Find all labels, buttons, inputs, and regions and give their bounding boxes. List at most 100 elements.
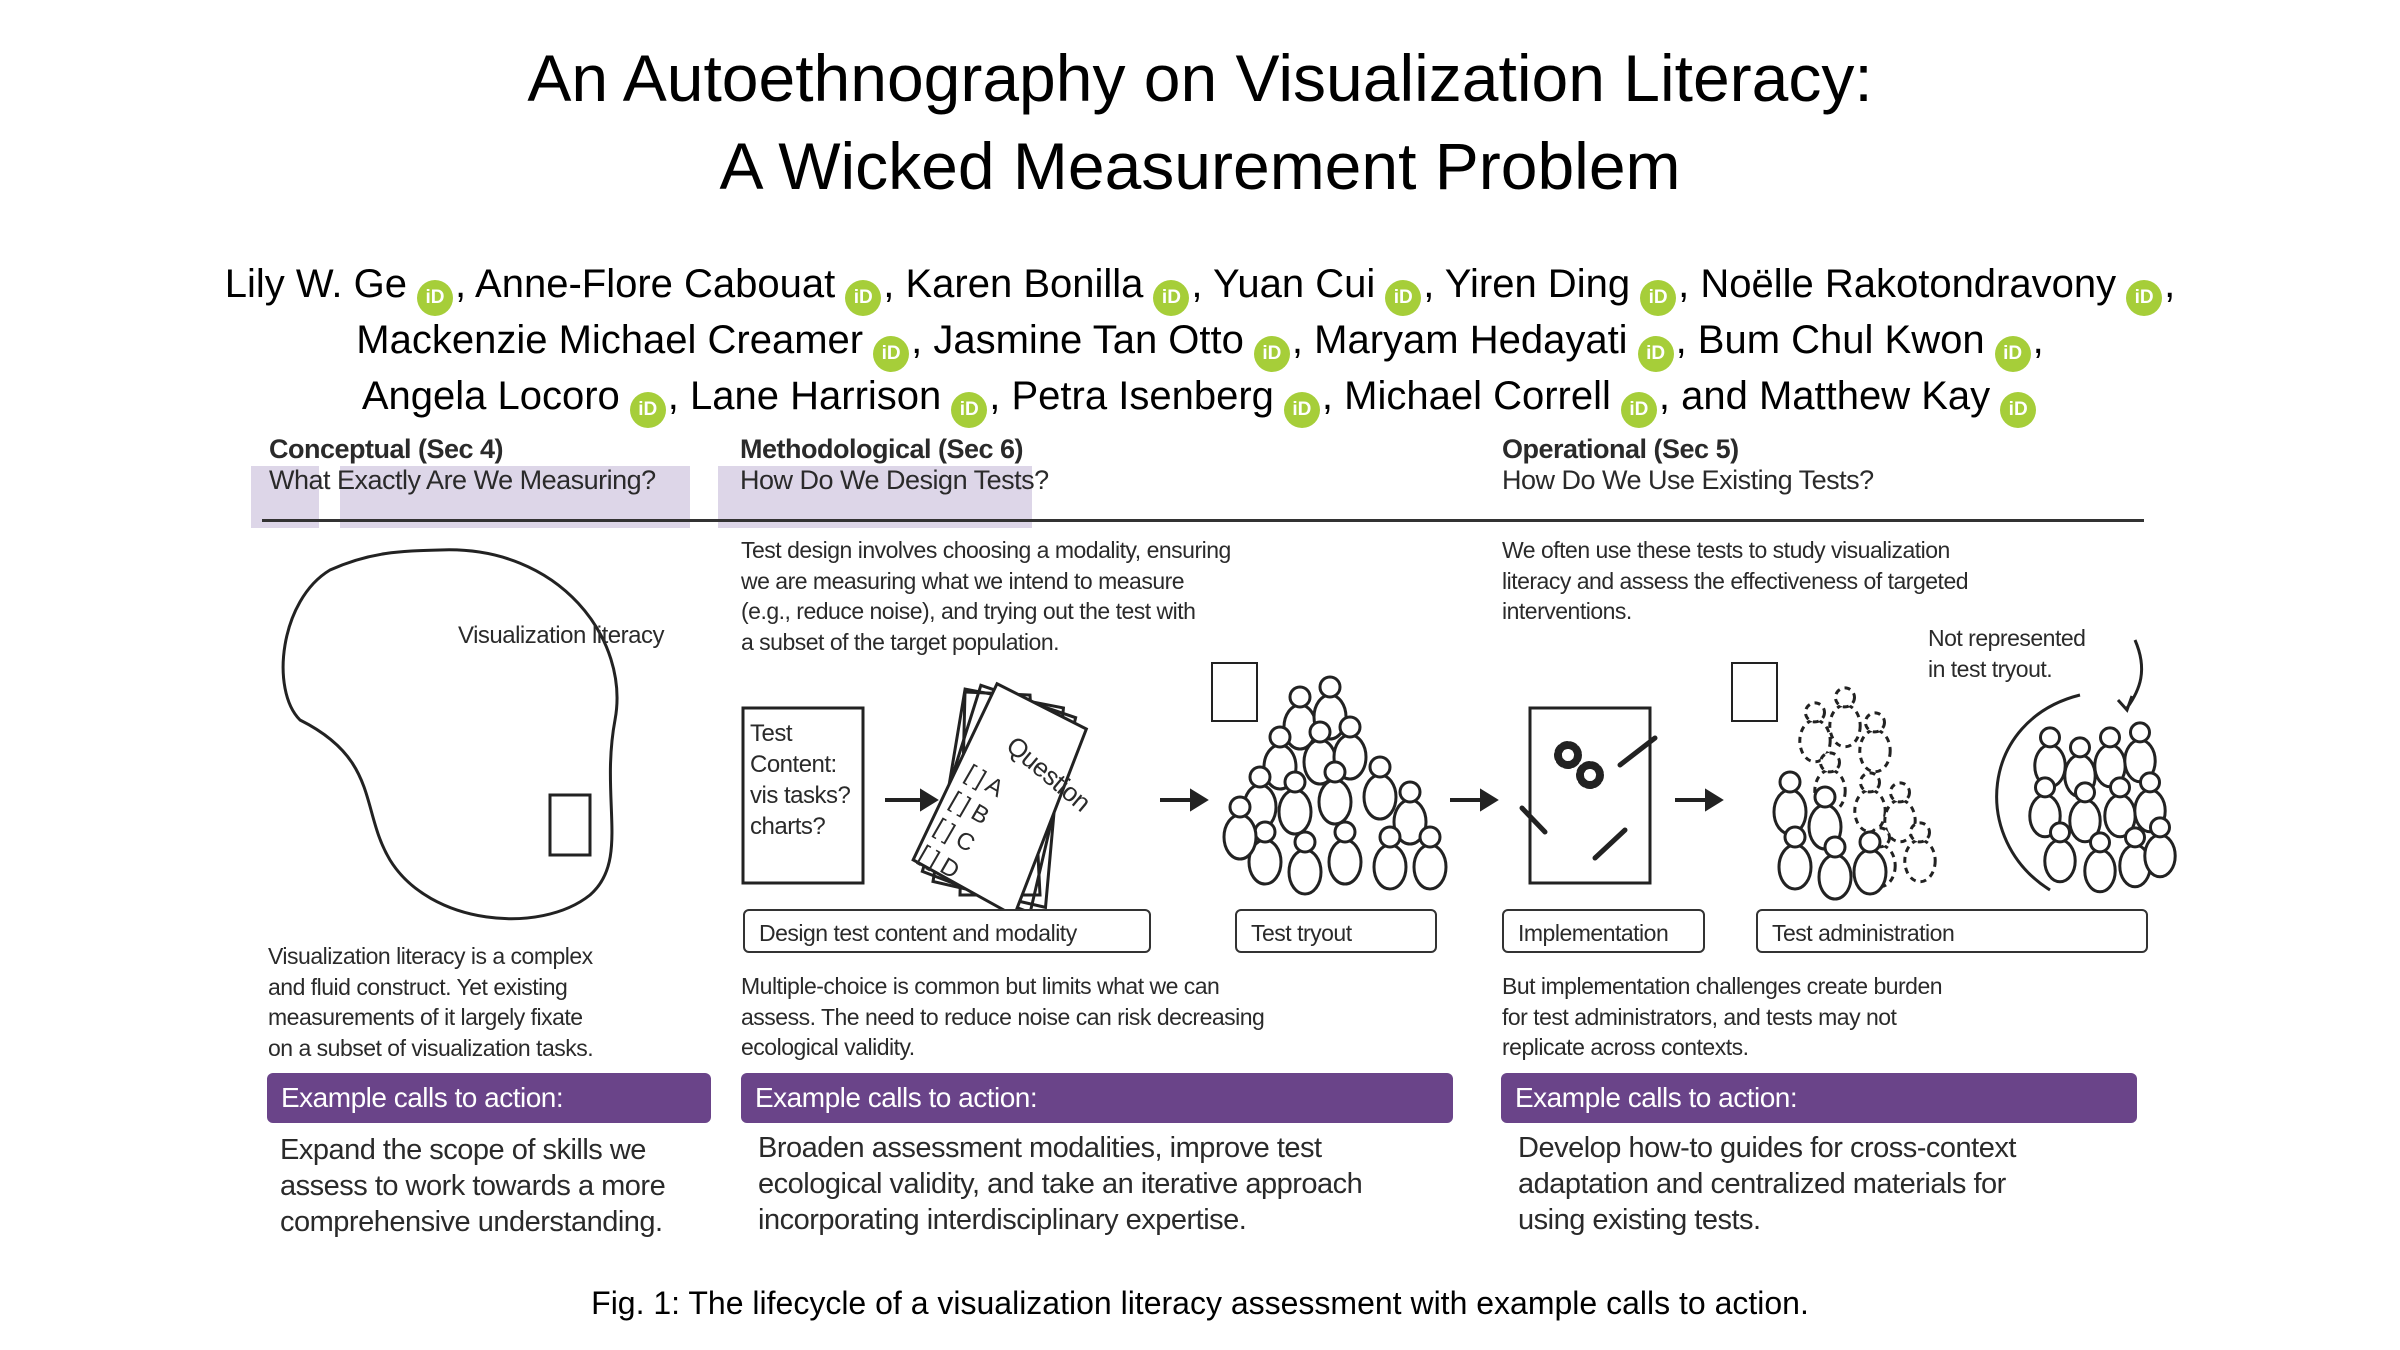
exclusion-arc bbox=[1995, 693, 2081, 892]
text-line: we are measuring what we intend to measu… bbox=[741, 567, 1185, 594]
author-name: Anne-Flore Cabouat bbox=[475, 262, 836, 306]
text-line: literacy and assess the effectiveness of… bbox=[1502, 567, 1969, 594]
person-icon bbox=[1817, 835, 1853, 901]
operational-description: But implementation challenges create bur… bbox=[1502, 971, 1943, 1063]
section-question: How Do We Use Existing Tests? bbox=[1502, 465, 1874, 495]
text-line: measurements of it largely fixate bbox=[268, 1004, 583, 1030]
cta-header-methodological: Example calls to action: bbox=[741, 1073, 1453, 1123]
author-name: Jasmine Tan Otto bbox=[933, 318, 1244, 362]
column-conceptual-header: Conceptual (Sec 4) What Exactly Are We M… bbox=[269, 434, 656, 496]
figure-caption: Fig. 1: The lifecycle of a visualization… bbox=[591, 1285, 1809, 1321]
person-icon bbox=[1903, 821, 1937, 884]
highlight-mark bbox=[251, 466, 319, 528]
implementation-box bbox=[1528, 706, 1652, 885]
text-line: replicate across contexts. bbox=[1502, 1034, 1749, 1060]
text-line: (e.g., reduce noise), and trying out the… bbox=[741, 598, 1196, 624]
orcid-icon[interactable]: iD bbox=[2126, 280, 2163, 316]
test-content-box bbox=[741, 706, 865, 885]
person-icon bbox=[1798, 701, 1832, 764]
text-line: Content: bbox=[750, 751, 837, 778]
text-line: using existing tests. bbox=[1518, 1204, 1761, 1236]
author-name: and Matthew Kay bbox=[1681, 374, 1991, 418]
cta-header-conceptual: Example calls to action: bbox=[267, 1073, 711, 1123]
text-line: Broaden assessment modalities, improve t… bbox=[758, 1132, 1322, 1164]
text-line: for test administrators, and tests may n… bbox=[1502, 1003, 1897, 1030]
section-heading: Conceptual (Sec 4) bbox=[269, 434, 504, 464]
orcid-icon[interactable]: iD bbox=[1640, 280, 1677, 316]
person-icon bbox=[1277, 770, 1313, 836]
text-line: Test bbox=[750, 720, 793, 747]
cta-text-methodological: Broaden assessment modalities, improve t… bbox=[758, 1130, 1363, 1238]
title-line-2: A Wicked Measurement Problem bbox=[719, 129, 1681, 203]
label-implementation: Implementation bbox=[1502, 909, 1705, 953]
person-icon bbox=[2068, 781, 2102, 844]
orcid-icon[interactable]: iD bbox=[1637, 336, 1674, 372]
author-name: Maryam Hedayati bbox=[1314, 318, 1628, 362]
person-icon bbox=[2123, 721, 2157, 784]
gears-and-tools-icon bbox=[1519, 735, 1658, 861]
author-name: Noëlle Rakotondravony bbox=[1700, 262, 2117, 306]
text-line: a subset of the target population. bbox=[741, 628, 1060, 655]
header-divider bbox=[262, 519, 2144, 522]
author-name: Angela Locoro bbox=[361, 374, 620, 418]
orcid-icon[interactable]: iD bbox=[417, 280, 453, 316]
orcid-icon[interactable]: iD bbox=[951, 392, 988, 428]
text-line: vis tasks? bbox=[750, 782, 851, 809]
measured-subset-rect bbox=[548, 793, 592, 857]
person-icon bbox=[1317, 760, 1353, 826]
person-icon bbox=[1828, 686, 1862, 749]
text-line: on a subset of visualization tasks. bbox=[268, 1034, 594, 1061]
text-line: charts? bbox=[750, 813, 826, 840]
author-name: Mackenzie Michael Creamer bbox=[356, 318, 864, 362]
question-sheet-icons bbox=[1211, 662, 1778, 722]
orcid-icon[interactable]: iD bbox=[1385, 280, 1422, 316]
orcid-icon[interactable]: iD bbox=[845, 280, 882, 316]
highlight-mark bbox=[718, 466, 1032, 528]
person-icon bbox=[1282, 685, 1318, 751]
orcid-icon[interactable]: iD bbox=[873, 336, 910, 372]
person-icon bbox=[1327, 820, 1363, 886]
text-line: comprehensive understanding. bbox=[280, 1206, 663, 1238]
text-line: assess to work towards a more bbox=[280, 1170, 666, 1202]
text-line: and fluid construct. Yet existing bbox=[268, 973, 568, 1000]
label-test-tryout: Test tryout bbox=[1235, 909, 1437, 953]
person-icon bbox=[1372, 825, 1408, 891]
orcid-icon[interactable]: iD bbox=[1283, 392, 1320, 428]
person-icon bbox=[1412, 825, 1448, 891]
text-line: assess. The need to reduce noise can ris… bbox=[741, 1003, 1265, 1030]
text-line: incorporating interdisciplinary expertis… bbox=[758, 1204, 1247, 1236]
orcid-icon[interactable]: iD bbox=[2000, 392, 2037, 428]
conceptual-description: Visualization literacy is a complex and f… bbox=[268, 941, 594, 1063]
orcid-icon[interactable]: iD bbox=[1153, 280, 1190, 316]
person-icon bbox=[2083, 831, 2117, 894]
person-icon bbox=[1852, 830, 1888, 896]
orcid-icon[interactable]: iD bbox=[1620, 392, 1657, 428]
methodological-description: Multiple-choice is common but limits wha… bbox=[741, 971, 1265, 1063]
orcid-icon[interactable]: iD bbox=[1994, 336, 2031, 372]
author-name: Karen Bonilla bbox=[905, 262, 1144, 306]
text-line: ecological validity. bbox=[741, 1034, 915, 1060]
cta-header-operational: Example calls to action: bbox=[1501, 1073, 2137, 1123]
orcid-icon[interactable]: iD bbox=[629, 392, 666, 428]
person-icon bbox=[1777, 825, 1813, 891]
person-icon bbox=[2103, 776, 2137, 839]
text-line: Not represented bbox=[1928, 625, 2086, 651]
author-name: Yuan Cui bbox=[1212, 262, 1376, 306]
author-name: Yiren Ding bbox=[1444, 262, 1631, 306]
person-icon bbox=[1392, 780, 1428, 846]
text-line: interventions. bbox=[1502, 598, 1632, 624]
orcid-icon[interactable]: iD bbox=[1253, 336, 1290, 372]
text-line: But implementation challenges create bur… bbox=[1502, 973, 1943, 999]
section-question: How Do We Design Tests? bbox=[740, 465, 1049, 495]
text-line: Test design involves choosing a modality… bbox=[741, 537, 1231, 563]
column-operational-header: Operational (Sec 5) How Do We Use Existi… bbox=[1502, 434, 1874, 496]
text-line: Visualization literacy is a complex bbox=[268, 943, 593, 969]
person-icon bbox=[1883, 781, 1917, 844]
paper-title: An Autoethnography on Visualization Lite… bbox=[0, 34, 2400, 210]
label-design-test-content: Design test content and modality bbox=[743, 909, 1151, 953]
title-line-1: An Autoethnography on Visualization Lite… bbox=[527, 41, 1873, 115]
